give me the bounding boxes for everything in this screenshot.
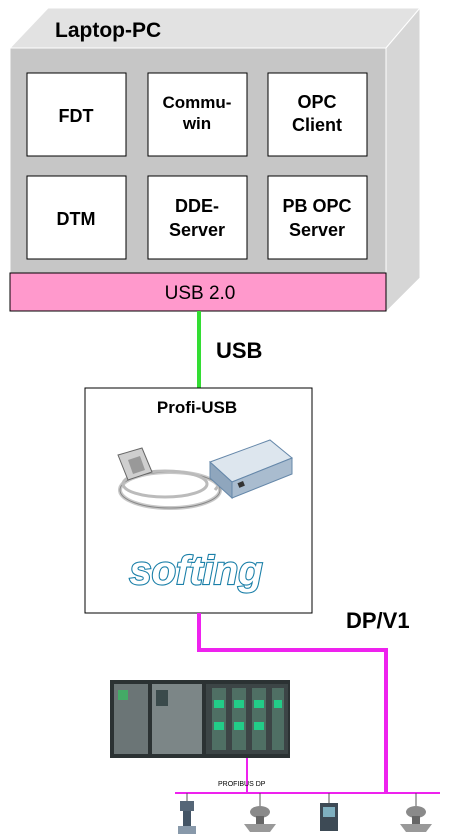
module-opc-client-line1: OPC <box>297 92 336 112</box>
field-device-transmitter-1 <box>178 793 196 834</box>
profibus-dp-segment: PROFIBUS DP <box>175 781 440 834</box>
module-dde-server-line2: Server <box>169 220 225 240</box>
usb-port-bar: USB 2.0 <box>9 272 387 312</box>
module-dde-server-line1: DDE- <box>175 196 219 216</box>
module-fdt: FDT <box>26 72 127 157</box>
field-device-valve-2 <box>400 793 432 832</box>
module-dtm-line1: DTM <box>57 209 96 229</box>
module-commuwin: Commu- win <box>147 72 248 157</box>
usb-cable: USB <box>197 311 262 388</box>
module-opc-client: OPC Client <box>267 72 368 157</box>
module-pb-opc-server-line2: Server <box>289 220 345 240</box>
profibus-dp-caption: PROFIBUS DP <box>218 781 266 788</box>
module-pb-opc-server: PB OPC Server <box>267 175 368 260</box>
module-opc-client-line2: Client <box>292 115 342 135</box>
softing-logo: softing <box>128 548 264 594</box>
module-dtm: DTM <box>26 175 127 260</box>
usb-port-label: USB 2.0 <box>165 283 236 304</box>
usb-adapter-image <box>117 439 293 510</box>
module-fdt-line1: FDT <box>59 106 94 126</box>
module-commuwin-line2: win <box>182 114 211 133</box>
module-pb-opc-server-line1: PB OPC <box>282 196 351 216</box>
softing-logo-text: softing <box>129 549 262 593</box>
module-dde-server: DDE- Server <box>147 175 248 260</box>
module-commuwin-line1: Commu- <box>163 93 232 112</box>
plc-rack-image <box>110 680 290 758</box>
usb-link-label: USB <box>216 338 262 363</box>
profi-usb-box: Profi-USB softing <box>84 387 313 614</box>
profi-usb-title: Profi-USB <box>157 398 237 417</box>
field-device-analyzer <box>320 793 338 831</box>
laptop-title: Laptop-PC <box>55 19 161 42</box>
laptop-side-face <box>385 6 421 314</box>
dp-v1-label: DP/V1 <box>346 608 410 633</box>
field-device-valve-1 <box>244 793 276 832</box>
laptop-pc-box: Laptop-PC FDT Commu- win OPC Client DTM … <box>8 6 422 314</box>
